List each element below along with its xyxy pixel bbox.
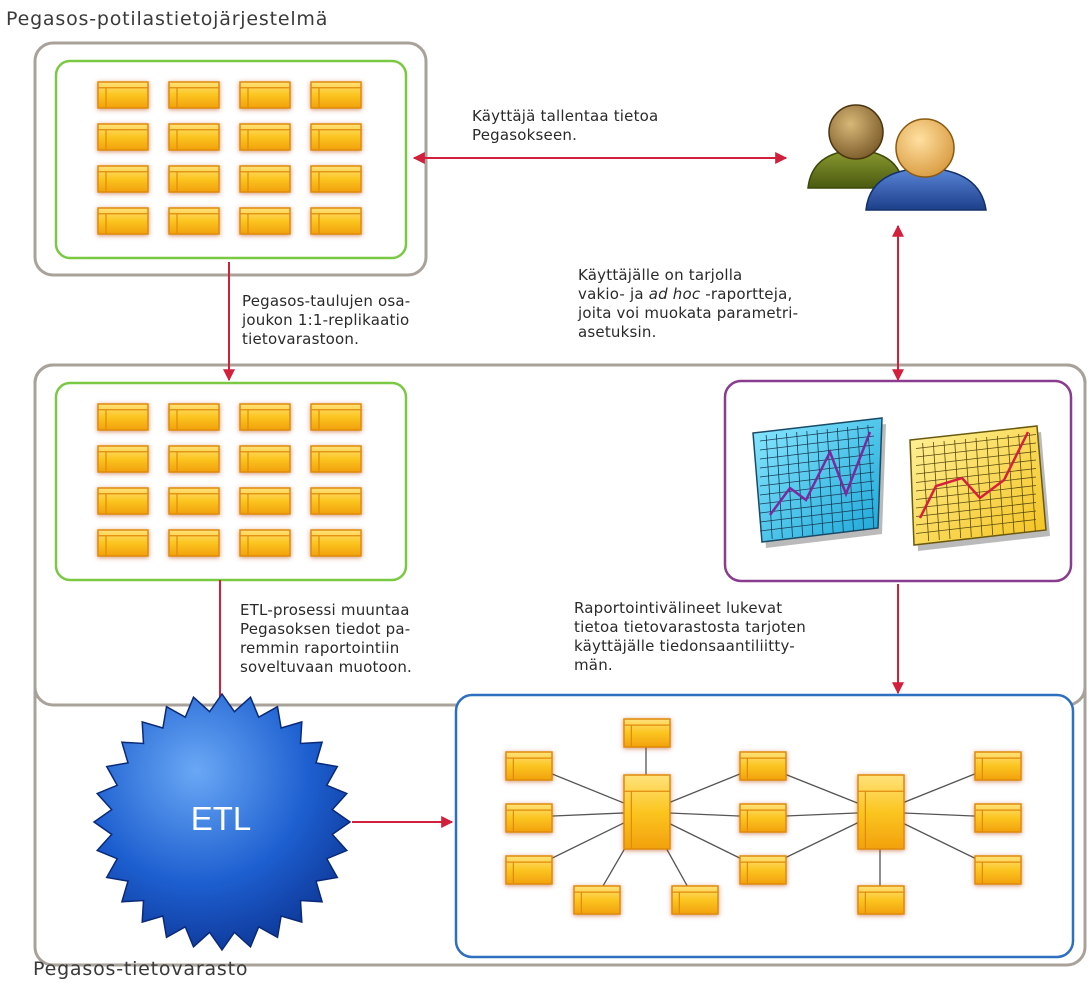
table-icon bbox=[168, 165, 220, 193]
table-icon bbox=[97, 403, 149, 431]
table-icon bbox=[97, 445, 149, 473]
table-icon bbox=[168, 445, 220, 473]
table-icon bbox=[168, 81, 220, 109]
table-icon bbox=[168, 487, 220, 515]
table-icon bbox=[310, 165, 362, 193]
warehouse-title: Pegasos-tietovarasto bbox=[33, 958, 249, 980]
etl-process-annotation: ETL-prosessi muuntaa Pegasoksen tiedot p… bbox=[240, 601, 412, 676]
reporting-tools-annotation: Raportointivälineet lukevat tietoa tieto… bbox=[574, 599, 806, 674]
source-system-title: Pegasos-potilastietojärjestelmä bbox=[6, 8, 329, 30]
table-icon bbox=[505, 803, 553, 833]
table-icon bbox=[239, 529, 291, 557]
table-icon bbox=[239, 445, 291, 473]
table-icon bbox=[974, 855, 1022, 885]
table-icon bbox=[623, 774, 671, 850]
table-icon bbox=[97, 165, 149, 193]
chart-yellow-icon bbox=[909, 425, 1050, 551]
warehouse-frame-lower bbox=[33, 363, 1087, 967]
table-icon bbox=[239, 487, 291, 515]
table-icon bbox=[168, 529, 220, 557]
table-icon bbox=[97, 123, 149, 151]
table-icon bbox=[310, 123, 362, 151]
chart-cyan-icon bbox=[752, 417, 886, 548]
table-icon bbox=[573, 885, 621, 915]
table-icon bbox=[239, 403, 291, 431]
reports-annotation: Käyttäjälle on tarjolla vakio- ja ad hoc… bbox=[578, 266, 799, 341]
table-icon bbox=[239, 81, 291, 109]
table-icon bbox=[857, 774, 905, 850]
table-icon bbox=[239, 123, 291, 151]
table-icon bbox=[505, 751, 553, 781]
table-icon bbox=[97, 81, 149, 109]
table-icon bbox=[239, 165, 291, 193]
table-icon bbox=[974, 751, 1022, 781]
table-icon bbox=[97, 207, 149, 235]
table-icon bbox=[168, 403, 220, 431]
table-icon bbox=[168, 123, 220, 151]
table-icon bbox=[310, 487, 362, 515]
table-icon bbox=[310, 403, 362, 431]
etl-label: ETL bbox=[190, 800, 252, 837]
table-icon bbox=[671, 885, 719, 915]
table-icon bbox=[310, 445, 362, 473]
table-icon bbox=[310, 529, 362, 557]
star-schema-tables bbox=[505, 718, 1022, 915]
table-icon bbox=[168, 207, 220, 235]
table-icon bbox=[739, 751, 787, 781]
table-icon bbox=[239, 207, 291, 235]
table-icon bbox=[310, 207, 362, 235]
table-icon bbox=[97, 487, 149, 515]
table-icon bbox=[623, 718, 671, 748]
table-icon bbox=[739, 803, 787, 833]
replication-annotation: Pegasos-taulujen osa- joukon 1:1-replika… bbox=[242, 292, 411, 348]
table-icon bbox=[97, 529, 149, 557]
table-icon bbox=[739, 855, 787, 885]
etl-starburst-icon bbox=[92, 692, 352, 952]
users-icon bbox=[807, 104, 987, 211]
table-icon bbox=[505, 855, 553, 885]
table-icon bbox=[310, 81, 362, 109]
user-saves-annotation: Käyttäjä tallentaa tietoa Pegasokseen. bbox=[472, 107, 659, 144]
table-icon bbox=[857, 885, 905, 915]
source-table-grid bbox=[97, 81, 362, 235]
replica-table-grid bbox=[97, 403, 362, 557]
table-icon bbox=[974, 803, 1022, 833]
